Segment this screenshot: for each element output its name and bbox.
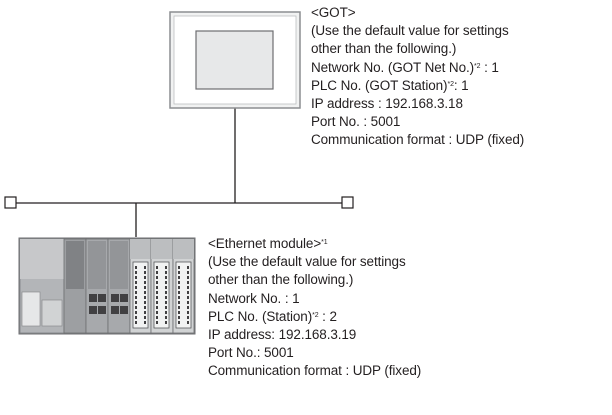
ethernet-note-line1: (Use the default value for settings — [208, 254, 406, 270]
got-note-line1: (Use the default value for settings — [311, 23, 509, 39]
got-port-no: Port No. : 5001 — [311, 114, 401, 130]
got-settings: <GOT> (Use the default value for setting… — [311, 4, 524, 150]
got-note-line2: other than the following.) — [311, 41, 457, 57]
ethernet-heading: <Ethernet module>*1 — [208, 236, 328, 251]
got-heading: <GOT> — [311, 5, 356, 20]
ethernet-comm-format: Communication format : UDP (fixed) — [208, 363, 422, 379]
network-terminator-icon — [4, 196, 17, 209]
ethernet-network-no: Network No. : 1 — [208, 290, 300, 306]
plc-rack-icon — [18, 237, 196, 335]
network-terminator-icon — [341, 196, 354, 209]
ethernet-ip-address: IP address: 192.168.3.19 — [208, 327, 357, 343]
got-ip-address: IP address : 192.168.3.18 — [311, 96, 463, 112]
got-plc-no: PLC No. (GOT Station)*2: 1 — [311, 77, 469, 93]
got-comm-format: Communication format : UDP (fixed) — [311, 132, 525, 148]
ethernet-plc-no: PLC No. (Station)*2 : 2 — [208, 308, 337, 324]
ethernet-note-line2: other than the following.) — [208, 272, 354, 288]
ethernet-port-no: Port No.: 5001 — [208, 345, 294, 361]
got-display-icon — [169, 11, 301, 109]
ethernet-module-settings: <Ethernet module>*1 (Use the default val… — [208, 235, 421, 381]
got-network-no: Network No. (GOT Net No.)*2 : 1 — [311, 59, 499, 75]
